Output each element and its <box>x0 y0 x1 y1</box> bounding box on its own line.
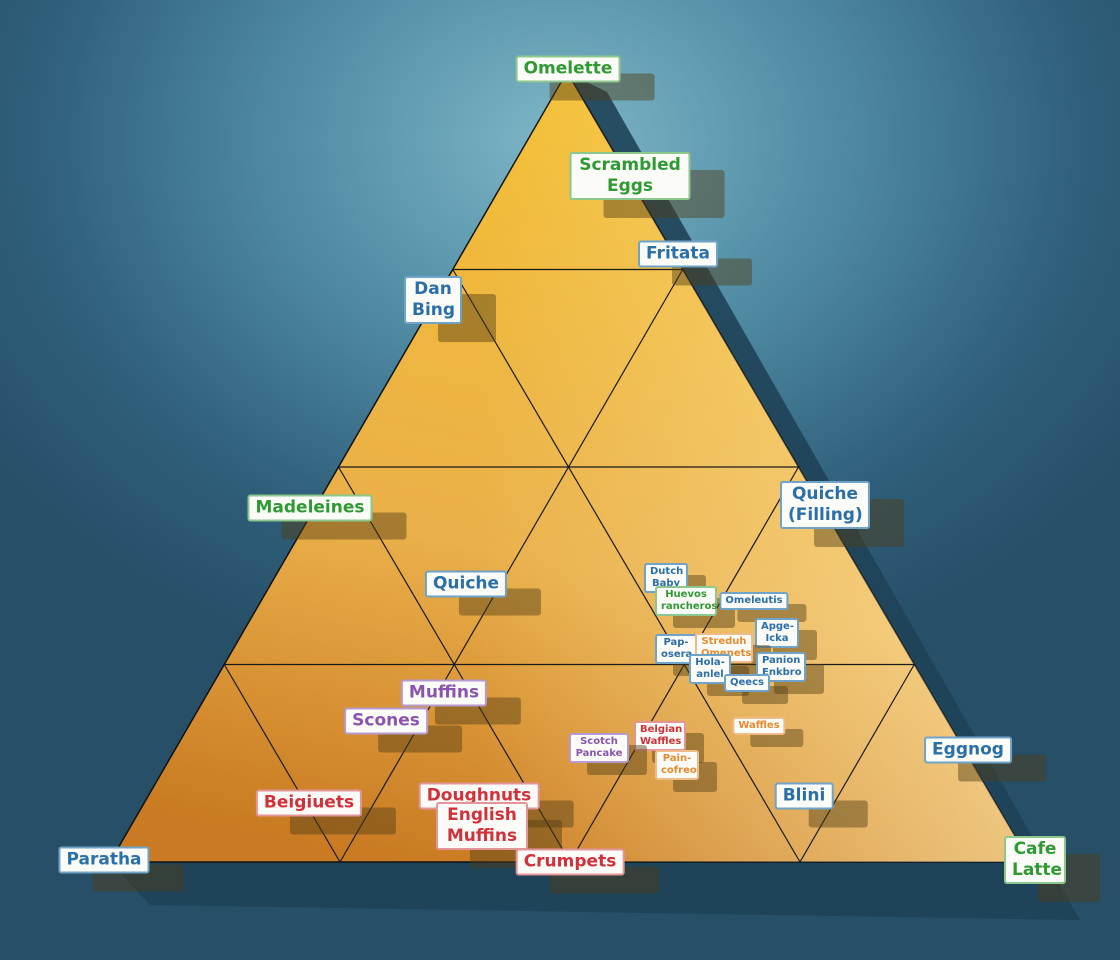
label-huevos-rancheros: Huevos rancheros <box>655 586 717 616</box>
label-quiche: Quiche <box>424 570 508 598</box>
label-fritata: Fritata <box>638 240 718 268</box>
label-hola-anlel: Hola-anlel <box>689 654 731 684</box>
label-scones: Scones <box>344 707 428 735</box>
label-scotch-pancake: Scotch Pancake <box>569 733 629 763</box>
label-dan-bing: Dan Bing <box>404 276 462 324</box>
label-omelette: Omelette <box>515 55 621 83</box>
label-madeleines: Madeleines <box>247 494 373 522</box>
label-apple: Apge-Icka <box>755 618 799 648</box>
label-pain-cofreo: Pain-cofreo <box>655 750 699 780</box>
label-belgian-waffles: Belgian Waffles <box>634 721 686 751</box>
label-english-muffins: English Muffins <box>436 802 528 850</box>
label-waffles: Waffles <box>732 717 786 735</box>
label-qeecs: Qeecs <box>724 674 770 692</box>
label-blini: Blini <box>774 782 834 810</box>
label-omelette-small: Omeleutis <box>719 592 789 610</box>
label-cafe-latte: Cafe Latte <box>1004 836 1066 884</box>
label-beignets: Beigiuets <box>255 789 363 817</box>
label-eggnog: Eggnog <box>924 736 1012 764</box>
label-paratha: Paratha <box>58 846 150 874</box>
label-scrambled-eggs: Scrambled Eggs <box>569 152 691 200</box>
label-quiche-filling: Quiche (Filling) <box>780 481 870 529</box>
label-crumpets: Crumpets <box>515 848 625 876</box>
label-muffins: Muffins <box>400 679 488 707</box>
